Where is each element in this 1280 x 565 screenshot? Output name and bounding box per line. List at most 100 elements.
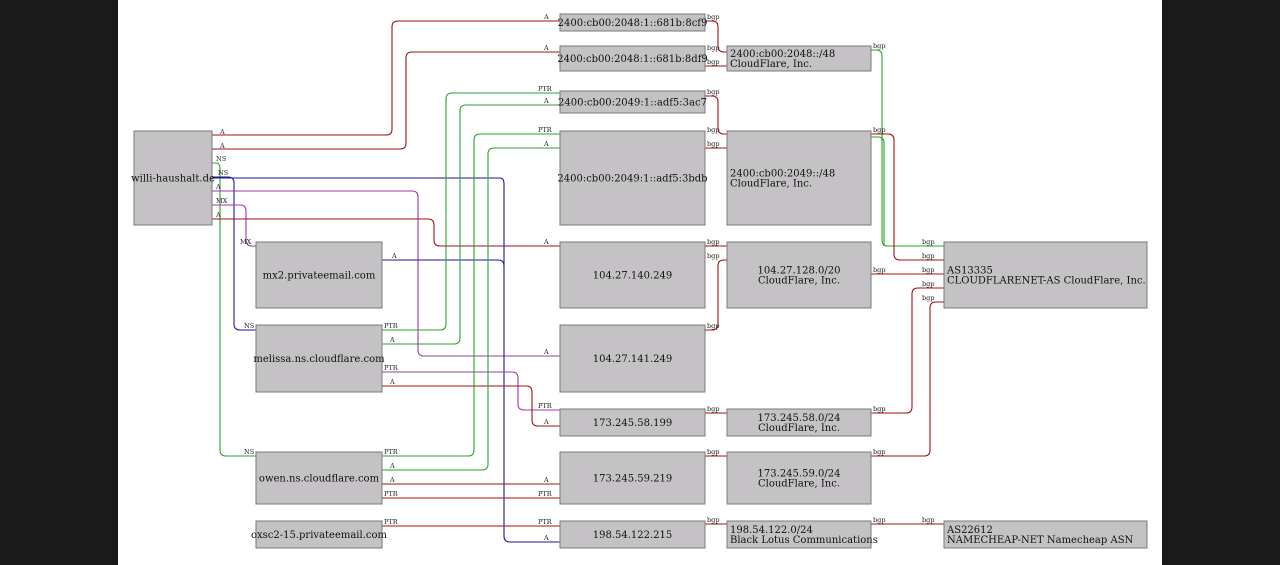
edge-willi-mx-oxsc [212, 190, 560, 357]
node-oxsc-label-0: oxsc2-15.privateemail.com [251, 530, 388, 541]
edge-pfx6-bgp-as2-label-0: bgp [873, 516, 885, 524]
edge-willi-a-ip6b-label-0: A [219, 142, 225, 150]
node-mx2-label-0: mx2.privateemail.com [263, 271, 376, 282]
edge-ip6c-bgp-pfx2 [705, 95, 727, 135]
node-ip4a-box [559, 241, 706, 309]
node-pfx3-label-0: 104.27.128.0/20 [758, 266, 841, 277]
edge-ip4c-bgp-pfx4-label-0: bgp [707, 405, 719, 413]
edge-willi-mx-oxsc-label-1: A [543, 348, 549, 356]
edge-melissa-a-ip4c [382, 385, 560, 427]
node-willi[interactable]: willi-haushalt.de [131, 130, 215, 226]
node-ip4b[interactable]: 104.27.141.249 [559, 324, 706, 393]
node-pfx2-label-0: 2400:cb00:2049::/48 [730, 169, 835, 180]
edge-ip6a-bgp-pfx1-label-0: bgp [707, 13, 719, 21]
edge-willi-a-ip4e-label-0: A [543, 534, 549, 542]
node-oxsc[interactable]: oxsc2-15.privateemail.com [251, 520, 388, 549]
edge-ip6c-bgp-pfx2-label-0: bgp [707, 88, 719, 96]
edge-pfx2b-bgp-as1 [871, 136, 885, 246]
edge-owen-a-ip6d-label-0: A [389, 462, 395, 470]
edge-owen-ptr-ip6d-a-label-0: PTR [384, 448, 399, 456]
edge-pfx2-bgp-as1 [871, 133, 944, 261]
edge-layer: AAAANSNSNSNSMXMXAAAAAAPTRPTRAAPTRPTRAAPT… [212, 13, 944, 543]
edge-melissa-a-ip6c [382, 104, 560, 345]
node-ip6d[interactable]: 2400:cb00:2049:1::adf5:3bdb [557, 130, 708, 226]
edge-ip4b-bgp-pfx3-label-0: bgp [707, 322, 719, 330]
edge-willi-ns-owen [212, 162, 256, 457]
node-ip6d-box [559, 130, 706, 226]
edge-willi-ns-melissa-label-0: NS [218, 169, 228, 177]
edge-oxsc-ptr-ip4e-label-0: PTR [384, 518, 399, 526]
edge-willi-a-ip4a-label-1: A [543, 238, 549, 246]
node-as2-label-0: AS22612 [946, 525, 993, 536]
edge-pfx6-bgp-as2-label-1: bgp [922, 516, 934, 524]
node-owen[interactable]: owen.ns.cloudflare.com [255, 451, 383, 505]
edge-willi-a-ip6b-label-1: A [543, 44, 549, 52]
edge-pfx1-bgp-as1-label-0: bgp [873, 42, 885, 50]
node-oxsc-box [255, 520, 383, 549]
edge-ip4d-bgp-pfx5-label-0: bgp [707, 448, 719, 456]
edge-pfx4-bgp-as1 [871, 287, 944, 414]
edge-willi-ns-melissa [212, 176, 256, 331]
node-ip6b[interactable]: 2400:cb00:2048:1::681b:8df9 [557, 45, 708, 72]
edge-pfx4-bgp-as1-label-0: bgp [873, 405, 885, 413]
node-melissa-box [255, 324, 383, 393]
edge-willi-a-ip6b [212, 51, 560, 150]
edge-owen-ptr-ip4d-label-1: PTR [538, 490, 553, 498]
edge-willi-mx-mx2-label-0: MX [216, 197, 228, 205]
node-ip4c[interactable]: 173.245.58.199 [559, 408, 706, 437]
edge-willi-a-ip6a-label-1: A [543, 13, 549, 21]
edge-willi-mx-mx2 [212, 204, 256, 247]
node-ip6c[interactable]: 2400:cb00:2049:1::adf5:3ac7 [558, 90, 707, 114]
node-pfx5-label-1: CloudFlare, Inc. [758, 479, 840, 490]
dns-graph-diagram: AAAANSNSNSNSMXMXAAAAAAPTRPTRAAPTRPTRAAPT… [131, 13, 1148, 549]
node-ip6a-box [559, 13, 706, 32]
node-as2-box [943, 520, 1148, 549]
edge-pfx3-bgp-as1-label-1: bgp [922, 266, 934, 274]
edge-pfx2-bgp-as1-label-0: bgp [873, 126, 885, 134]
edge-melissa-a-ip6c-label-0: A [389, 336, 395, 344]
edge-melissa-ptr-ip6c-label-1: PTR [538, 85, 553, 93]
edge-mx2-a-ip4e-label-0: A [391, 252, 397, 260]
edge-willi-mx-oxsc-label-0: A [215, 183, 221, 191]
node-as1-label-1: CLOUDFLARENET-AS CloudFlare, Inc. [947, 276, 1146, 287]
node-pfx1-label-0: 2400:cb00:2048::/48 [730, 49, 835, 60]
node-ip6a[interactable]: 2400:cb00:2048:1::681b:8cf9 [558, 13, 708, 32]
node-willi-box [133, 130, 213, 226]
node-pfx5-box [726, 451, 872, 505]
edge-owen-a-ip6d [382, 147, 560, 471]
edge-willi-a-ip4e [212, 177, 560, 543]
node-as1-box [943, 241, 1148, 309]
edge-pfx5-bgp-as1-label-1: bgp [922, 294, 934, 302]
node-ip4e[interactable]: 198.54.122.215 [559, 520, 706, 549]
node-pfx6-label-0: 198.54.122.0/24 [730, 525, 813, 536]
edge-pfx1-bgp-as1-label-1: bgp [922, 238, 934, 246]
node-ip4d[interactable]: 173.245.59.219 [559, 451, 706, 505]
node-ip4d-label-0: 173.245.59.219 [593, 474, 673, 485]
node-ip4a[interactable]: 104.27.140.249 [559, 241, 706, 309]
edge-ip4b-bgp-pfx3 [705, 259, 727, 331]
node-pfx1-box [726, 45, 872, 72]
edge-ip6a-bgp-pfx1 [705, 20, 727, 53]
edge-melissa-ptr-ip6c-label-0: PTR [384, 322, 399, 330]
node-ip6b-box [559, 45, 706, 72]
node-melissa[interactable]: melissa.ns.cloudflare.com [253, 324, 385, 393]
node-as1-label-0: AS13335 [946, 266, 993, 277]
node-ip4a-label-0: 104.27.140.249 [593, 271, 673, 282]
node-ip4d-box [559, 451, 706, 505]
edge-owen-a-ip4d-label-1: A [543, 476, 549, 484]
node-pfx2-label-1: CloudFlare, Inc. [730, 179, 812, 190]
node-ip4c-box [559, 408, 706, 437]
node-pfx1-label-1: CloudFlare, Inc. [730, 59, 812, 70]
node-pfx6-box [726, 520, 872, 549]
node-ip6c-box [559, 90, 706, 114]
node-mx2[interactable]: mx2.privateemail.com [255, 241, 383, 309]
